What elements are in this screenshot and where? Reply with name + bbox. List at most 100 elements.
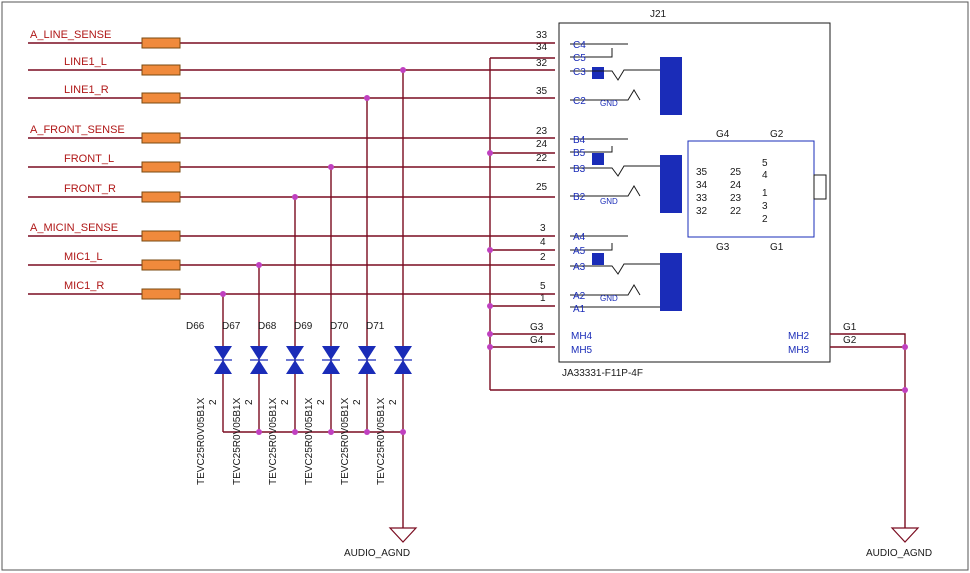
svg-text:G4: G4 (716, 129, 730, 140)
connector-pins: 33 34 32 35 C4 C5 C3 C2 23 24 22 25 B4 B… (530, 30, 857, 356)
svg-text:MH4: MH4 (571, 331, 593, 342)
net-wires (28, 42, 906, 528)
svg-text:G4: G4 (530, 335, 544, 346)
connector-ref: J21 (650, 9, 667, 20)
ground-label: AUDIO_AGND (866, 548, 932, 559)
diode-d66 (214, 346, 232, 374)
diode-d67 (250, 346, 268, 374)
diode-ref: D69 (294, 321, 313, 332)
gnd-label-c: GND (600, 99, 618, 108)
svg-text:3: 3 (762, 201, 768, 212)
svg-text:B3: B3 (573, 164, 586, 175)
net-labels: A_LINE_SENSE LINE1_L LINE1_R A_FRONT_SEN… (30, 29, 125, 292)
svg-text:25: 25 (536, 182, 548, 193)
svg-text:22: 22 (730, 206, 742, 217)
diode-d70 (358, 346, 376, 374)
diode-pin: 2 (316, 399, 327, 405)
svg-text:22: 22 (536, 153, 548, 164)
svg-text:C5: C5 (573, 53, 586, 64)
svg-text:C2: C2 (573, 96, 586, 107)
diode-part: TEVC25R0V05B1X (196, 397, 207, 485)
svg-text:G3: G3 (530, 322, 544, 333)
svg-text:G2: G2 (843, 335, 857, 346)
diode-part: TEVC25R0V05B1X (304, 397, 315, 485)
svg-text:33: 33 (536, 30, 548, 41)
svg-text:23: 23 (730, 193, 742, 204)
gnd-label-a: GND (600, 294, 618, 303)
svg-text:1: 1 (762, 188, 768, 199)
svg-text:35: 35 (536, 86, 548, 97)
junction-dots (220, 67, 908, 435)
svg-text:A5: A5 (573, 246, 586, 257)
jack-symbols: GND GND GND (570, 43, 682, 311)
diode-pin: 2 (280, 399, 291, 405)
svg-text:A1: A1 (573, 304, 586, 315)
net-label: FRONT_R (64, 183, 116, 195)
diode-d68 (286, 346, 304, 374)
net-label: FRONT_L (64, 153, 114, 165)
svg-text:C3: C3 (573, 67, 586, 78)
diode-part: TEVC25R0V05B1X (340, 397, 351, 485)
gnd-label-b: GND (600, 197, 618, 206)
svg-text:2: 2 (540, 252, 546, 263)
net-label: MIC1_L (64, 251, 103, 263)
svg-text:32: 32 (696, 206, 708, 217)
svg-text:1: 1 (540, 293, 546, 304)
net-label: MIC1_R (64, 280, 104, 292)
diode-ref: D66 (186, 321, 205, 332)
diode-part: TEVC25R0V05B1X (232, 397, 243, 485)
diode-part: TEVC25R0V05B1X (376, 397, 387, 485)
svg-text:25: 25 (730, 167, 742, 178)
svg-text:5: 5 (762, 158, 768, 169)
net-label: LINE1_R (64, 84, 109, 96)
svg-text:2: 2 (762, 214, 768, 225)
svg-text:5: 5 (540, 281, 546, 292)
svg-text:34: 34 (536, 42, 548, 53)
svg-text:MH3: MH3 (788, 345, 810, 356)
tvs-diodes: D66 D67 D68 D69 D70 D71 TEVC25R0V05B1X T… (186, 321, 412, 485)
diode-pin: 2 (208, 399, 219, 405)
svg-text:MH2: MH2 (788, 331, 810, 342)
connector-part-number: JA33331-F11P-4F (562, 368, 643, 379)
diode-ref: D70 (330, 321, 349, 332)
diode-d71 (394, 346, 412, 374)
diode-pin: 2 (388, 399, 399, 405)
diode-part: TEVC25R0V05B1X (268, 397, 279, 485)
svg-text:34: 34 (696, 180, 708, 191)
diode-pin: 2 (244, 399, 255, 405)
svg-text:B2: B2 (573, 192, 586, 203)
svg-text:A4: A4 (573, 232, 586, 243)
svg-text:C4: C4 (573, 40, 586, 51)
net-label: A_MICIN_SENSE (30, 222, 118, 234)
svg-text:23: 23 (536, 126, 548, 137)
svg-text:32: 32 (536, 58, 548, 69)
svg-text:G1: G1 (843, 322, 857, 333)
diode-ref: D71 (366, 321, 385, 332)
svg-text:3: 3 (540, 223, 546, 234)
svg-text:24: 24 (536, 139, 548, 150)
svg-text:24: 24 (730, 180, 742, 191)
svg-text:G1: G1 (770, 242, 784, 253)
svg-text:A3: A3 (573, 262, 586, 273)
svg-text:4: 4 (762, 170, 768, 181)
connector-footprint: G4 G2 G3 G1 35 34 33 32 25 24 23 22 5 4 … (687, 129, 827, 253)
diode-ref: D68 (258, 321, 277, 332)
svg-text:G2: G2 (770, 129, 784, 140)
diode-ref: D67 (222, 321, 241, 332)
net-label: A_LINE_SENSE (30, 29, 111, 41)
diode-pin: 2 (352, 399, 363, 405)
svg-text:4: 4 (540, 237, 546, 248)
svg-text:B4: B4 (573, 135, 586, 146)
ground-symbols: AUDIO_AGND AUDIO_AGND (344, 527, 932, 559)
svg-text:MH5: MH5 (571, 345, 593, 356)
svg-text:35: 35 (696, 167, 708, 178)
svg-text:33: 33 (696, 193, 708, 204)
svg-text:G3: G3 (716, 242, 730, 253)
ground-label: AUDIO_AGND (344, 548, 410, 559)
svg-text:A2: A2 (573, 291, 586, 302)
net-label: A_FRONT_SENSE (30, 124, 125, 136)
diode-d69 (322, 346, 340, 374)
net-label: LINE1_L (64, 56, 107, 68)
series-resistors (141, 37, 181, 300)
